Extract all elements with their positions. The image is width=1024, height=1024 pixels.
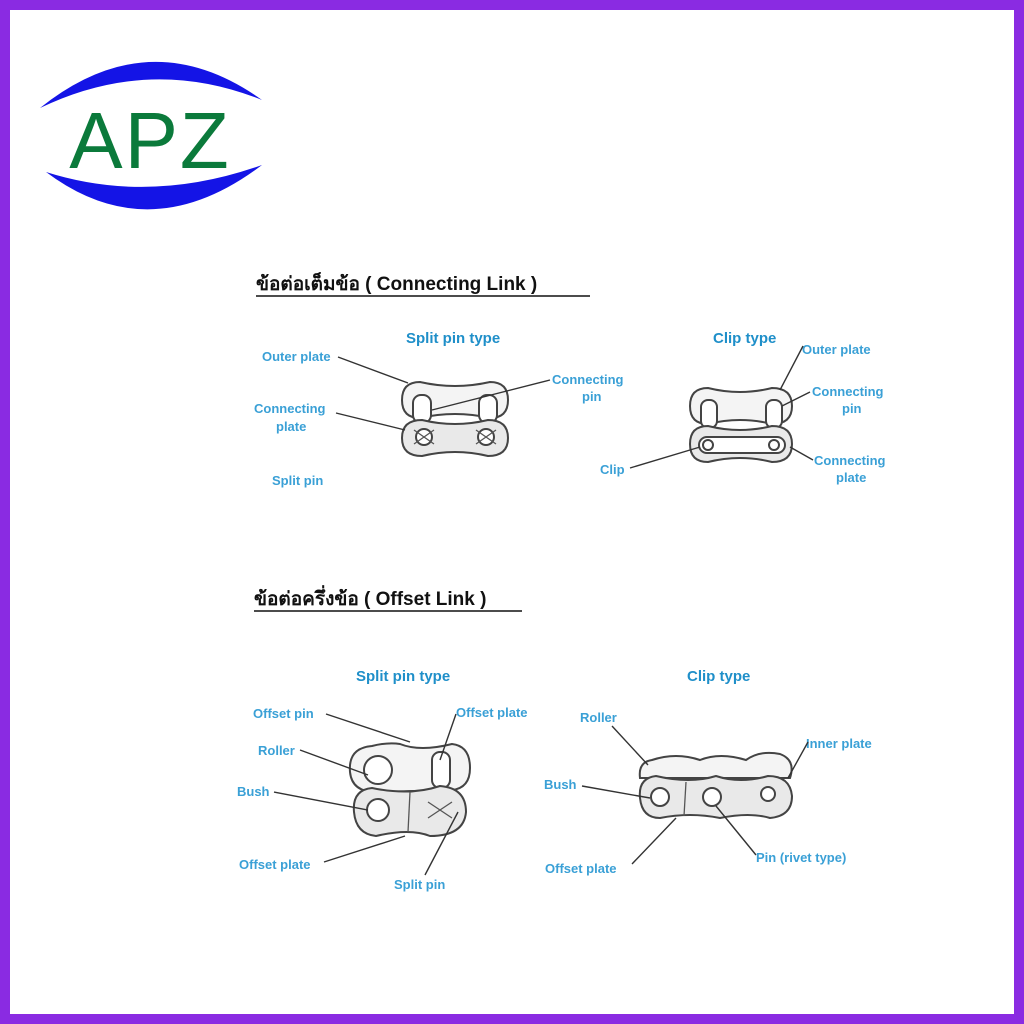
leader-bush bbox=[273, 791, 369, 811]
label-offset-clip-pin-rivet: Pin (rivet type) bbox=[756, 850, 846, 865]
offset-split-pin-title: Split pin type bbox=[356, 668, 450, 685]
leader-connecting-pin bbox=[431, 379, 551, 411]
leader-offset-clip-offset-plate bbox=[631, 817, 677, 865]
split-pin-left-icon bbox=[413, 429, 435, 445]
clip-hole-right bbox=[768, 439, 780, 451]
connecting-split-pin-title: Split pin type bbox=[406, 330, 500, 347]
leader-offset-plate-bottom bbox=[323, 835, 406, 863]
offset-split-pin-diagram: Split pin type Offset pin Offset plate R… bbox=[237, 668, 528, 892]
link-pin-right bbox=[478, 394, 498, 424]
leader-clip bbox=[629, 446, 701, 469]
clip-hole-left bbox=[702, 439, 714, 451]
leader-offset-pin bbox=[325, 713, 411, 743]
clip-pin-right bbox=[765, 399, 783, 429]
label-offset-clip-bush: Bush bbox=[544, 777, 577, 792]
label-outer-plate: Outer plate bbox=[262, 349, 331, 364]
offset-split-pin-icon bbox=[427, 801, 453, 819]
label-bush: Bush bbox=[237, 784, 270, 799]
offset-clip-title: Clip type bbox=[687, 668, 750, 685]
leader-connecting-plate bbox=[335, 412, 406, 431]
connecting-plate-shape bbox=[400, 418, 510, 458]
label-clip: Clip bbox=[600, 462, 625, 477]
clip-shape bbox=[698, 436, 786, 454]
leader-offset-clip-bush bbox=[581, 785, 651, 799]
offset-roller-shape bbox=[363, 755, 393, 785]
leader-roller bbox=[299, 749, 369, 776]
label-clip-connecting-plate-2: plate bbox=[836, 470, 866, 485]
label-offset-clip-inner-plate: Inner plate bbox=[806, 736, 872, 751]
apz-logo: APZ bbox=[40, 61, 262, 210]
offset-clip-pin-shape bbox=[702, 787, 722, 807]
label-connecting-plate-2: plate bbox=[276, 419, 306, 434]
label-roller: Roller bbox=[258, 743, 295, 758]
label-clip-outer-plate: Outer plate bbox=[802, 342, 871, 357]
offset-clip-divider bbox=[683, 781, 687, 817]
logo-text: APZ bbox=[69, 96, 231, 185]
logo-ring-top bbox=[40, 61, 262, 108]
label-connecting-pin-1: Connecting bbox=[552, 372, 624, 387]
label-offset-pin: Offset pin bbox=[253, 706, 314, 721]
offset-link-heading: ข้อต่อครึ่งข้อ ( Offset Link ) bbox=[254, 585, 486, 610]
clip-pin-left bbox=[700, 399, 718, 429]
connecting-split-pin-diagram: Split pin type Outer plate Connecting pl… bbox=[254, 330, 624, 488]
label-clip-connecting-plate-1: Connecting bbox=[814, 453, 886, 468]
leader-clip-connecting-pin bbox=[781, 391, 811, 407]
leader-clip-outer-plate bbox=[779, 345, 804, 391]
label-connecting-pin-2: pin bbox=[582, 389, 602, 404]
offset-clip-inner-pin-shape bbox=[760, 786, 776, 802]
label-split-pin: Split pin bbox=[272, 473, 323, 488]
logo-ring-bottom bbox=[46, 165, 262, 210]
leader-outer-plate bbox=[337, 356, 409, 384]
label-offset-plate-top: Offset plate bbox=[456, 705, 528, 720]
label-clip-connecting-pin-1: Connecting bbox=[812, 384, 884, 399]
offset-lower-plate-shape bbox=[352, 784, 468, 838]
leader-clip-connecting-plate bbox=[789, 446, 814, 461]
label-offset-split-pin: Split pin bbox=[394, 877, 445, 892]
offset-plate-divider bbox=[407, 791, 411, 833]
link-pin-left bbox=[412, 394, 432, 424]
label-connecting-plate-1: Connecting bbox=[254, 401, 326, 416]
offset-bush-shape bbox=[366, 798, 390, 822]
split-pin-right-icon bbox=[475, 429, 497, 445]
leader-offset-clip-pin-rivet bbox=[715, 805, 757, 856]
label-offset-clip-offset-plate: Offset plate bbox=[545, 861, 617, 876]
offset-clip-diagram: Clip type Roller Inner plate Bush Offset… bbox=[544, 668, 872, 876]
connecting-clip-title: Clip type bbox=[713, 330, 776, 347]
leader-offset-clip-roller bbox=[611, 725, 649, 766]
leader-offset-split-pin bbox=[424, 811, 459, 876]
label-offset-plate-bottom: Offset plate bbox=[239, 857, 311, 872]
offset-clip-upper-plate-shape bbox=[638, 751, 793, 779]
connecting-link-heading: ข้อต่อเต็มข้อ ( Connecting Link ) bbox=[256, 271, 537, 295]
label-clip-connecting-pin-2: pin bbox=[842, 401, 862, 416]
label-offset-clip-roller: Roller bbox=[580, 710, 617, 725]
leader-offset-clip-inner-plate bbox=[787, 741, 809, 779]
connecting-clip-diagram: Clip type Outer plate Connecting pin Cli… bbox=[600, 330, 886, 485]
leader-offset-plate-top bbox=[439, 713, 457, 761]
offset-clip-bush-shape bbox=[650, 787, 670, 807]
